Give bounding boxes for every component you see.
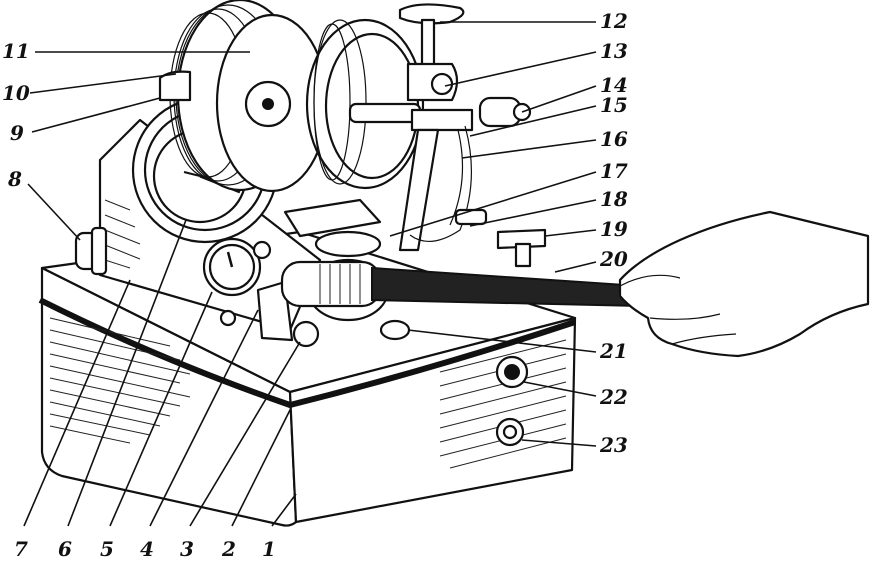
label-12: 12 — [600, 9, 628, 33]
label-9: 9 — [10, 121, 24, 145]
label-2: 2 — [221, 537, 236, 561]
drill-workpiece — [280, 260, 641, 308]
label-7: 7 — [14, 537, 28, 561]
label-11: 11 — [2, 39, 30, 63]
leader-lines — [23, 21, 597, 527]
label-8: 8 — [7, 167, 22, 191]
wheel-guard — [305, 18, 425, 190]
label-15: 15 — [600, 93, 628, 117]
operator-hand — [618, 210, 870, 358]
label-1: 1 — [262, 537, 276, 561]
label-23: 23 — [599, 433, 628, 457]
label-16: 16 — [600, 127, 628, 151]
tool-holder-arm — [398, 3, 547, 268]
label-18: 18 — [600, 187, 628, 211]
callout-labels: 11 10 9 8 12 13 14 15 16 17 18 19 20 21 … — [2, 9, 628, 561]
label-3: 3 — [180, 537, 194, 561]
label-14: 14 — [600, 73, 628, 97]
label-22: 22 — [599, 385, 628, 409]
label-6: 6 — [58, 537, 72, 561]
label-4: 4 — [140, 537, 154, 561]
label-20: 20 — [599, 247, 628, 271]
label-21: 21 — [599, 339, 628, 363]
label-13: 13 — [600, 39, 628, 63]
label-10: 10 — [2, 81, 30, 105]
label-17: 17 — [600, 159, 628, 183]
grinding-wheel — [158, 0, 329, 193]
label-19: 19 — [600, 217, 628, 241]
label-5: 5 — [100, 537, 114, 561]
